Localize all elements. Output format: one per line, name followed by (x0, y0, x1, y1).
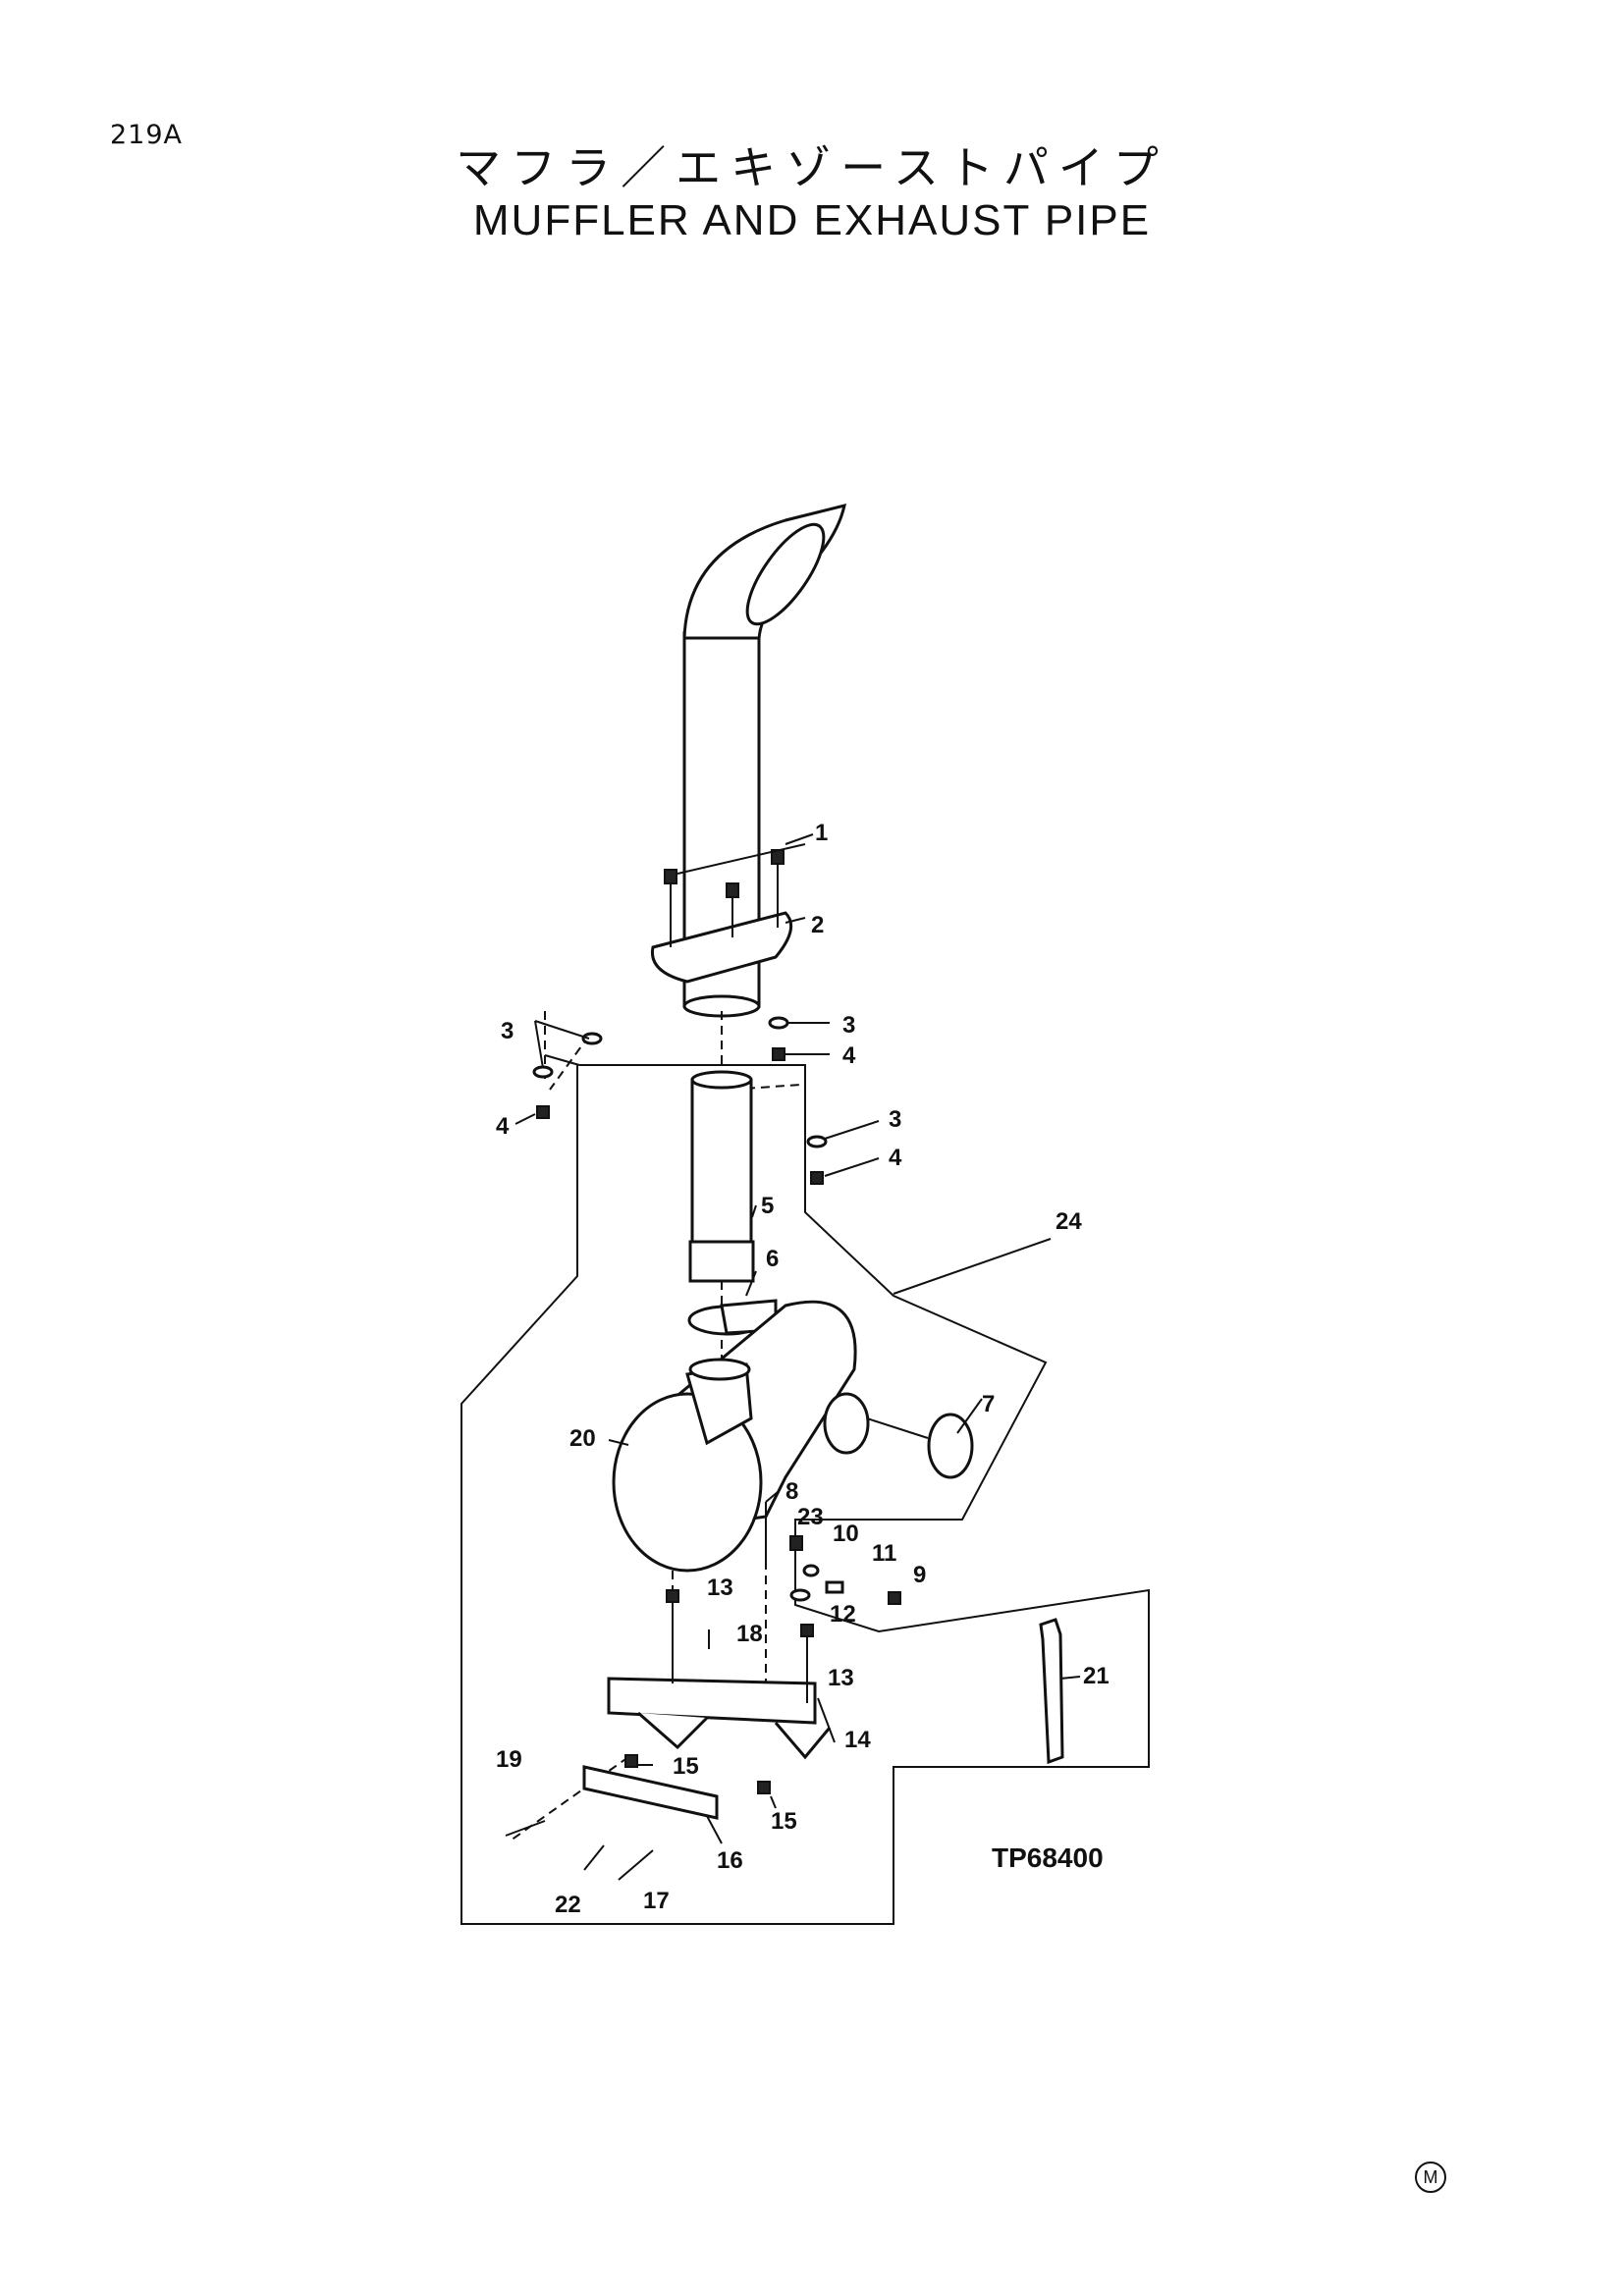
assembly-outline (460, 1064, 1150, 1925)
callout-20: 20 (569, 1425, 596, 1452)
callout-2: 2 (811, 912, 824, 938)
callout-9: 9 (913, 1562, 926, 1588)
muffler-body (612, 1300, 857, 1573)
callout-6: 6 (766, 1246, 779, 1272)
callout-19: 19 (496, 1746, 522, 1773)
callout-1: 1 (815, 820, 828, 846)
callout-3: 3 (842, 1012, 855, 1039)
pipe-flange (650, 911, 793, 984)
callout-4: 4 (496, 1113, 510, 1140)
callout-18: 18 (736, 1621, 763, 1647)
callout-11: 11 (872, 1540, 896, 1567)
callout-7: 7 (982, 1391, 995, 1417)
callout-4: 4 (889, 1145, 902, 1171)
callout-13: 13 (707, 1575, 733, 1601)
callout-21: 21 (1083, 1663, 1110, 1689)
callout-24: 24 (1056, 1208, 1082, 1235)
leader-lines (514, 833, 1081, 1844)
callout-22: 22 (555, 1892, 581, 1918)
callout-15: 15 (673, 1753, 699, 1780)
page-id: 219A (110, 120, 184, 150)
flange-bolts (664, 843, 806, 947)
figure-code: TP68400 (992, 1842, 1104, 1873)
title-japanese: マフラ／エキゾーストパイプ (456, 141, 1168, 194)
title-english: MUFFLER AND EXHAUST PIPE (472, 196, 1152, 244)
callout-4: 4 (842, 1042, 856, 1069)
corner-mark: M (1415, 2162, 1446, 2193)
callout-13: 13 (828, 1665, 854, 1691)
callout-3: 3 (501, 1018, 514, 1044)
callout-16: 16 (717, 1847, 743, 1874)
callout-12: 12 (830, 1601, 856, 1628)
callout-23: 23 (797, 1504, 824, 1530)
callout-15: 15 (771, 1808, 797, 1835)
callout-14: 14 (844, 1727, 871, 1753)
callout-5: 5 (761, 1193, 774, 1219)
callout-3: 3 (889, 1106, 901, 1133)
callout-8: 8 (785, 1478, 798, 1505)
callout-10: 10 (833, 1521, 859, 1547)
callout-17: 17 (643, 1888, 670, 1914)
